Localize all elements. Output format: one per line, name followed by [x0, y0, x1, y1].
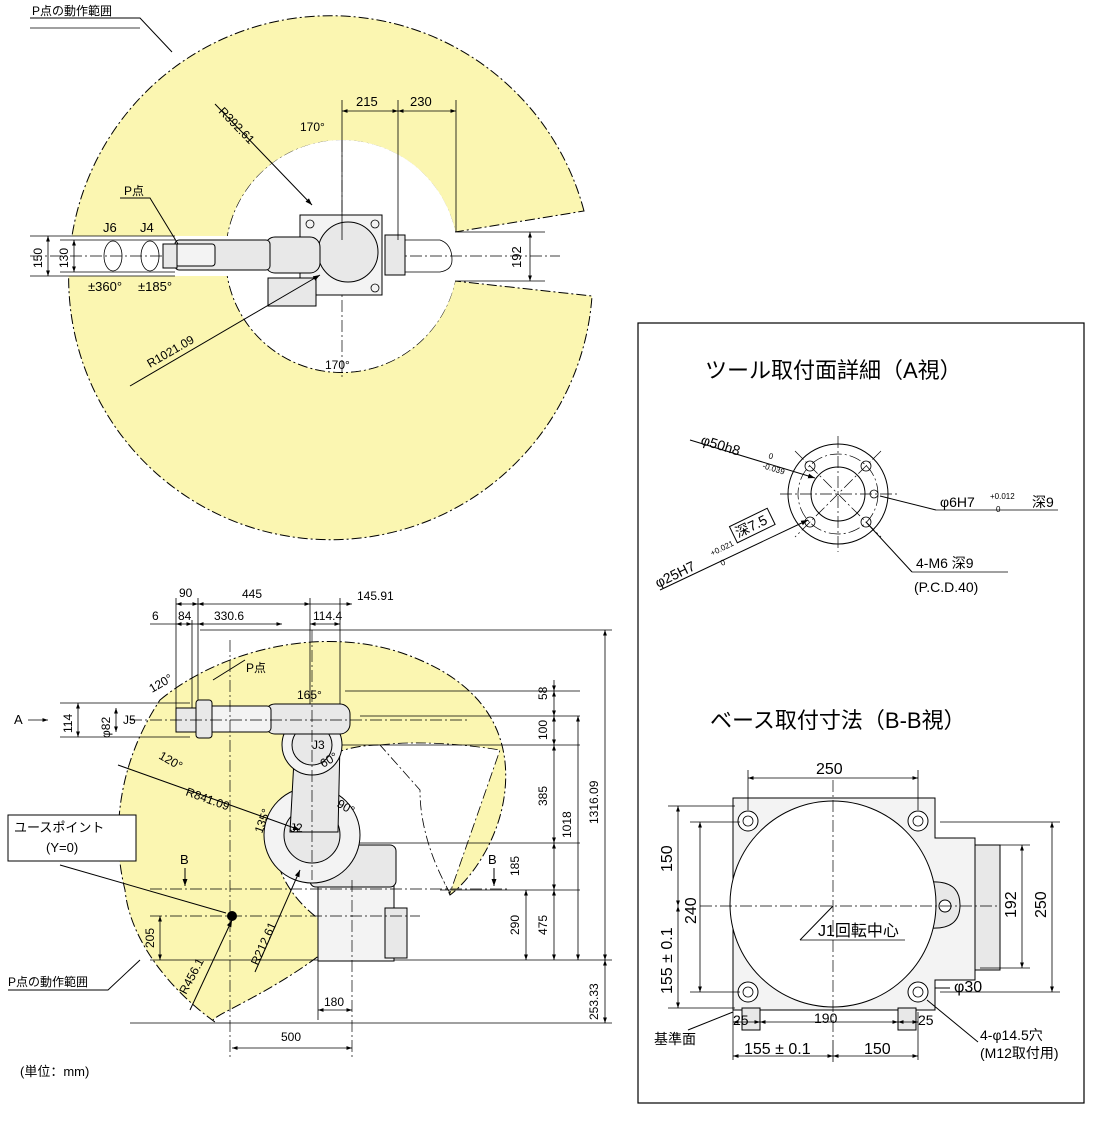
- top-dim-130: 130: [57, 248, 71, 268]
- top-dim-150: 150: [31, 248, 45, 268]
- top-angle-top: 170°: [300, 120, 325, 134]
- side-j2: J2: [290, 821, 303, 835]
- side-angle-165: 165°: [297, 688, 322, 702]
- top-dim-230: 230: [410, 94, 432, 109]
- base-dim-250-top: 250: [816, 761, 843, 778]
- ref-plane: 基準面: [654, 1031, 696, 1047]
- side-dim-1018: 1018: [560, 811, 574, 838]
- side-range-label: P点の動作範囲: [8, 974, 88, 989]
- side-dim-114-4: 114.4: [313, 609, 342, 623]
- top-range-label: P点の動作範囲: [32, 3, 112, 18]
- top-motion-range: [68, 15, 593, 541]
- side-dim-253: 253.33: [587, 983, 601, 1020]
- side-dim-phi82: φ82: [99, 717, 113, 738]
- side-dim-330-6: 330.6: [214, 609, 244, 623]
- side-dim-90: 90: [179, 586, 193, 600]
- j4-rotation-icon: [140, 240, 160, 272]
- side-dim-290: 290: [508, 915, 522, 935]
- side-p-point: P点: [246, 661, 266, 675]
- base-title: ベース取付寸法（B-B視）: [710, 708, 966, 733]
- phi6-tol-top: +0.012: [990, 492, 1015, 501]
- top-j6: J6: [103, 220, 117, 235]
- phi50-tol-top: 0: [767, 451, 774, 461]
- side-dim-114: 114: [61, 714, 75, 733]
- side-dim-445: 445: [242, 587, 262, 601]
- side-user-point-y: (Y=0): [46, 840, 78, 855]
- base-dim-192: 192: [1003, 891, 1020, 918]
- top-j6-range: ±360°: [88, 279, 122, 294]
- base-dim-155-tol: 155 ± 0.1: [659, 927, 676, 994]
- side-dim-6: 6: [152, 609, 159, 623]
- side-dim-385: 385: [536, 786, 550, 806]
- base-plate: [700, 780, 1001, 1040]
- side-section-b-right: B: [488, 852, 497, 867]
- top-angle-bottom: 170°: [325, 358, 350, 372]
- side-dim-100: 100: [536, 720, 550, 740]
- side-dim-500: 500: [281, 1030, 301, 1044]
- pcd: (P.C.D.40): [914, 579, 978, 595]
- holes-bolt: (M12取付用): [980, 1045, 1059, 1061]
- side-view-a: A: [14, 712, 23, 727]
- base-dim-150-bottom: 150: [864, 1041, 891, 1058]
- side-units: (単位：mm): [20, 1064, 89, 1079]
- phi6-depth: 深9: [1032, 494, 1054, 510]
- detail-panel: ツール取付面詳細（A視） φ50h8 0 -0.039 φ6H7 +0.012 …: [637, 322, 1085, 1104]
- side-j5: J5: [123, 713, 136, 727]
- user-point-marker: [227, 911, 237, 921]
- base-dim-155-bottom: 155 ± 0.1: [744, 1041, 811, 1058]
- base-dim-190: 190: [814, 1010, 838, 1026]
- m6: 4-M6 深9: [916, 555, 974, 571]
- tool-title: ツール取付面詳細（A視）: [705, 358, 962, 383]
- base-dim-25-right: 25: [918, 1012, 934, 1028]
- j1-center: J1回転中心: [818, 922, 899, 940]
- base-phi30: φ30: [954, 979, 982, 996]
- top-dim-192: 192: [509, 246, 524, 268]
- base-dim-240: 240: [683, 897, 700, 924]
- holes: 4-φ14.5穴: [980, 1027, 1043, 1043]
- top-view: P点の動作範囲 R392.61 R1021.09 170° 170° 215 2…: [30, 3, 593, 541]
- top-j4: J4: [140, 220, 154, 235]
- base-dim-150: 150: [659, 845, 676, 872]
- side-dim-84: 84: [178, 609, 192, 623]
- side-j3: J3: [312, 738, 325, 752]
- top-robot-body: [162, 214, 453, 307]
- side-user-point: ユースポイント: [14, 820, 104, 835]
- top-dim-215: 215: [356, 94, 378, 109]
- phi25-tol-bot: 0: [719, 558, 727, 568]
- side-view: 90 445 145.91 6 84 330.6 114.4 P点 A 114 …: [7, 586, 612, 1079]
- top-j4-range: ±185°: [138, 279, 172, 294]
- side-dim-1316: 1316.09: [587, 780, 601, 824]
- side-dim-185: 185: [508, 856, 522, 876]
- side-section-b-left: B: [180, 852, 189, 867]
- side-dim-205: 205: [143, 928, 157, 948]
- phi6-tol-bot: 0: [996, 505, 1001, 514]
- base-dim-25-left: 25: [733, 1012, 749, 1028]
- base-dim-250-right: 250: [1033, 891, 1050, 918]
- top-p-point: P点: [124, 184, 144, 198]
- side-motion-range: [117, 640, 507, 1023]
- side-dim-58: 58: [536, 686, 550, 700]
- side-dim-180: 180: [324, 995, 344, 1009]
- side-dim-475: 475: [536, 915, 550, 935]
- phi6: φ6H7: [940, 494, 975, 510]
- side-dim-145-91: 145.91: [357, 589, 394, 603]
- j6-rotation-icon: [103, 240, 123, 272]
